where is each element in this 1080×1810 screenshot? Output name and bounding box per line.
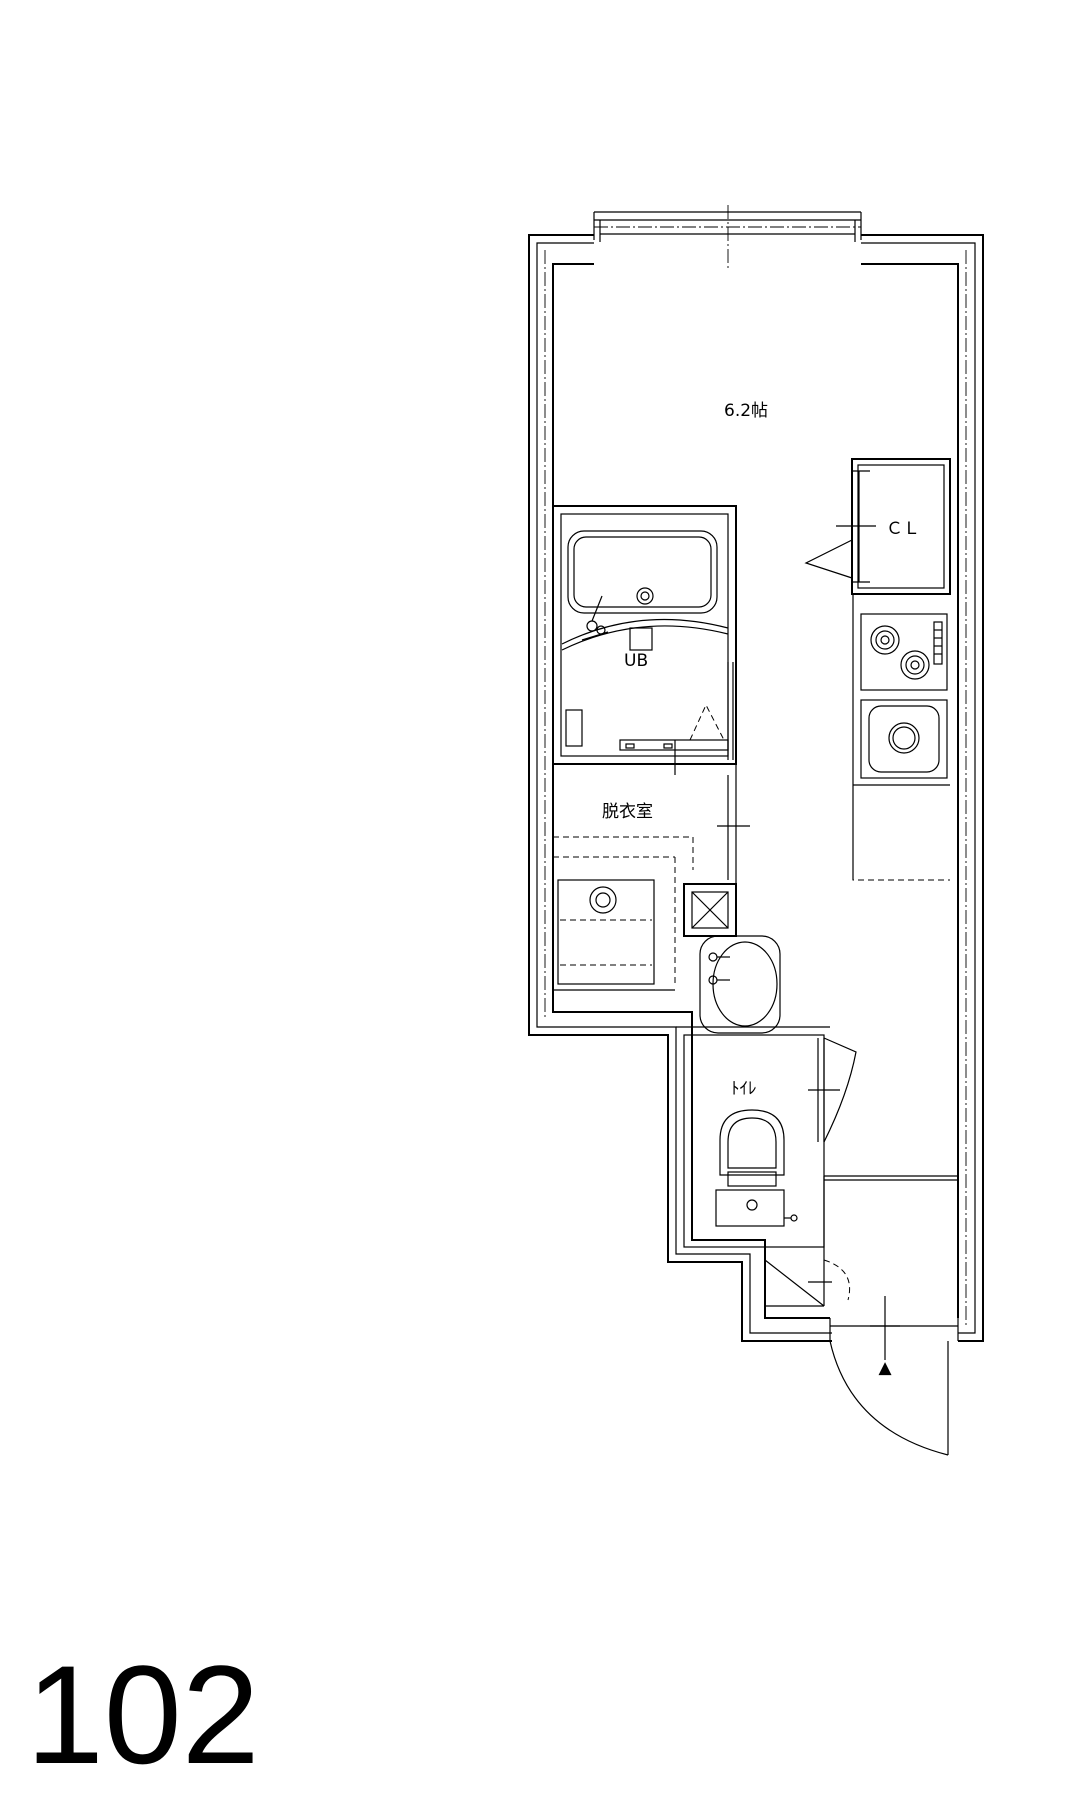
closet	[804, 458, 951, 595]
room-label-unit-bath: UB	[624, 651, 648, 671]
exterior-walls	[528, 234, 984, 1342]
entrance-arrow-icon: ▲	[878, 1358, 892, 1378]
top-window	[593, 205, 862, 270]
kitchen	[852, 593, 950, 881]
pipe-shaft	[683, 883, 737, 937]
unit-number: 102	[26, 1636, 260, 1793]
room-label-toilet: ﾄｲﾚ	[731, 1079, 757, 1099]
wash-basin	[699, 935, 781, 1034]
room-label-main: 6.2帖	[724, 401, 768, 421]
room-label-closet: ＣＬ	[886, 519, 920, 539]
unit-bath	[552, 505, 737, 775]
toilet-room	[676, 1026, 857, 1248]
room-label-dressing-room: 脱衣室	[602, 802, 653, 822]
entrance	[764, 1175, 959, 1456]
dressing-room	[553, 770, 750, 991]
